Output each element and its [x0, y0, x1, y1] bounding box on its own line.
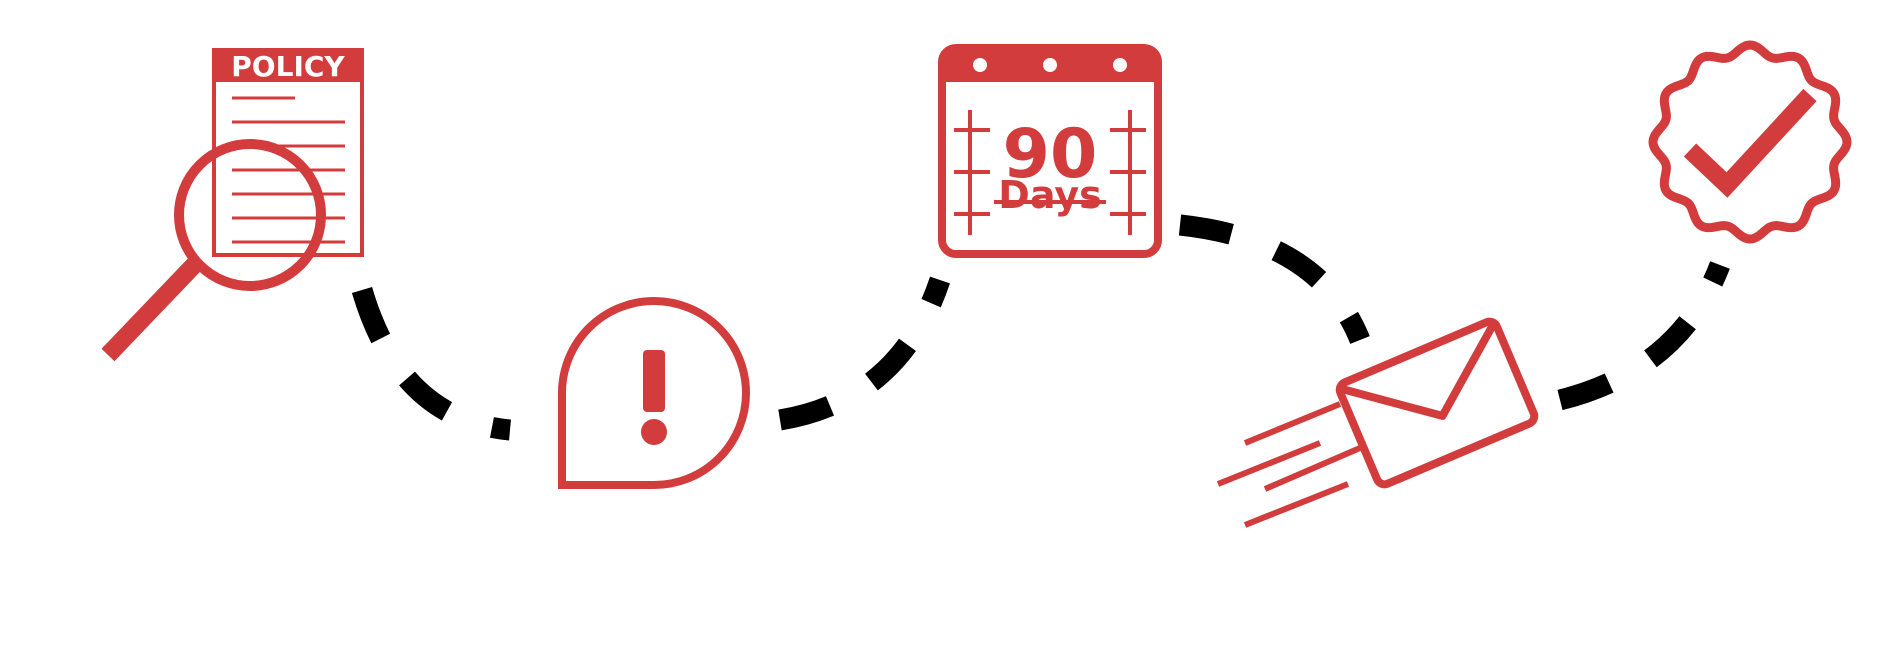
policy-search-icon: POLICY	[101, 48, 364, 362]
calendar-icon: 90 Days	[938, 44, 1162, 258]
alert-bubble-icon	[558, 297, 750, 489]
calendar-unit: Days	[998, 173, 1101, 217]
journey-dashed-path	[351, 214, 1730, 441]
flying-envelope-icon	[1216, 317, 1539, 528]
calendar-number: 90	[1003, 115, 1098, 194]
policy-label: POLICY	[231, 50, 345, 83]
check-badge-icon	[1648, 40, 1852, 244]
